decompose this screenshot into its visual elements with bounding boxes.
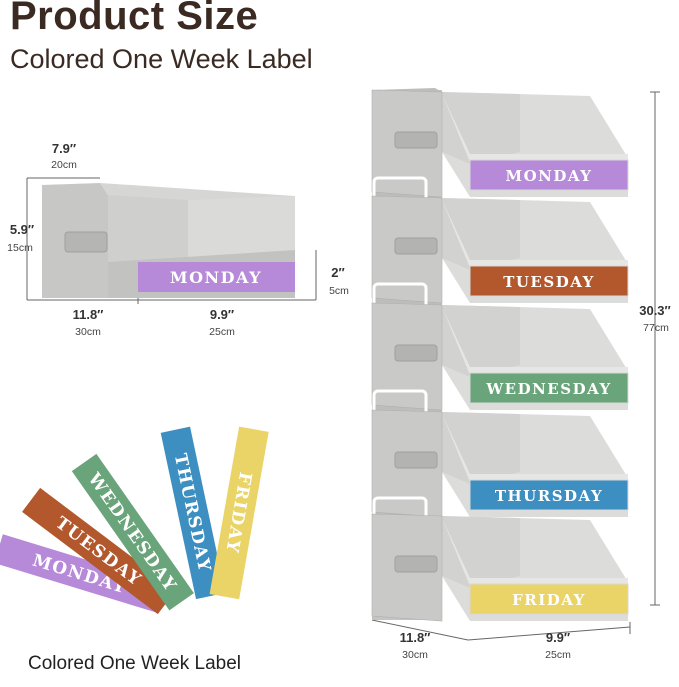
stack-label-text-wednesday: WEDNESDAY (485, 380, 611, 398)
single-bin-label-text: MONDAY (170, 268, 262, 287)
fan-strip-thursday (160, 426, 226, 600)
fan-strip-monday (0, 534, 166, 613)
stack-label-text-tuesday: TUESDAY (503, 273, 595, 291)
stack-height-sub: 77cm (643, 322, 669, 334)
stack-bin-4: THURSDAY (371, 409, 629, 528)
stack-bin-1: MONDAY (371, 89, 629, 208)
fan-strip-wednesday (71, 453, 194, 611)
stack-label-friday (469, 583, 629, 615)
stack-label-text-thursday: THURSDAY (495, 487, 603, 505)
stack-opening-main: 9.9″ (545, 630, 571, 645)
fan-label-friday: FRIDAY (209, 426, 269, 600)
single-depth-sub: 30cm (75, 326, 101, 338)
single-width-sub: 20cm (51, 159, 77, 171)
bin-stack: MONDAY TUESDAY WEDNESDAY THURSDAY FRIDAY (371, 88, 629, 622)
stack-label-wednesday (469, 372, 629, 404)
single-front-main: 2″ (331, 265, 345, 280)
fan-strip-tuesday (22, 487, 176, 615)
single-depth-main: 11.8″ (72, 307, 104, 322)
stack-depth-sub: 30cm (402, 649, 428, 661)
stack-depth-main: 11.8″ (399, 630, 431, 645)
single-height-main: 5.9″ (9, 222, 35, 237)
page-subtitle: Colored One Week Label (10, 44, 313, 74)
single-bin-label (138, 262, 295, 292)
stack-label-tuesday (469, 265, 629, 297)
single-height-sub: 15cm (7, 242, 33, 254)
single-opening-sub: 25cm (209, 326, 235, 338)
single-opening-main: 9.9″ (209, 307, 235, 322)
stack-opening-sub: 25cm (545, 649, 571, 661)
stack-label-text-monday: MONDAY (506, 167, 593, 185)
stack-label-monday (469, 159, 629, 191)
stack-label-thursday (469, 479, 629, 511)
stack-bin-3: WEDNESDAY (371, 302, 629, 421)
stack-dimension-lines (371, 91, 660, 641)
fan-caption: Colored One Week Label (28, 653, 241, 674)
page-title: Product Size (10, 0, 259, 38)
fan-strip-friday (209, 426, 269, 600)
stack-bin-2: TUESDAY (371, 195, 629, 314)
stack-height-main: 30.3″ (639, 303, 671, 318)
single-bin-handle (64, 231, 108, 253)
stack-bin-5: FRIDAY (371, 513, 629, 622)
single-front-sub: 5cm (329, 285, 349, 297)
stack-label-text-friday: FRIDAY (512, 591, 586, 609)
single-bin: MONDAY (42, 183, 295, 298)
single-width-main: 7.9″ (51, 141, 77, 156)
